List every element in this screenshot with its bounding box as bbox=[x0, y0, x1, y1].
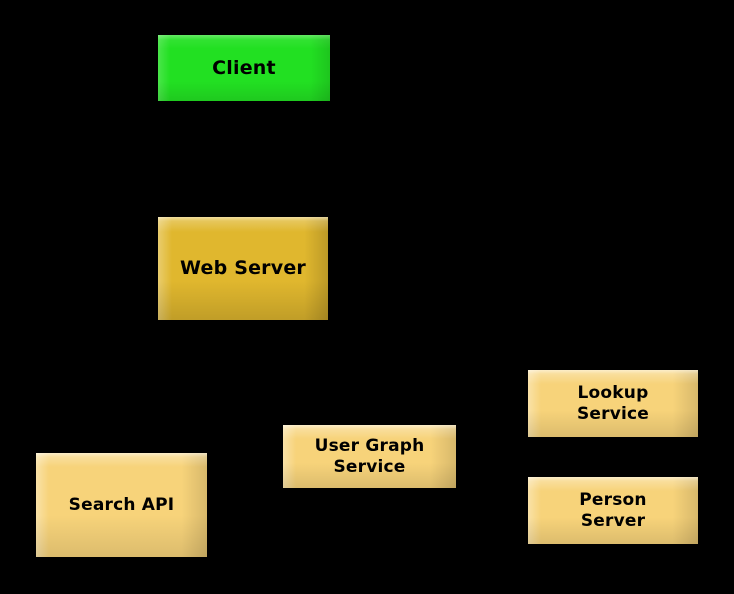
node-person-server[interactable]: Person Server bbox=[528, 477, 698, 544]
node-user-graph-service[interactable]: User Graph Service bbox=[283, 425, 456, 488]
node-label-client: Client bbox=[212, 56, 276, 79]
node-client[interactable]: Client bbox=[158, 35, 330, 101]
node-search-api[interactable]: Search API bbox=[36, 453, 207, 557]
node-web-server[interactable]: Web Server bbox=[158, 217, 328, 320]
node-label-web-server: Web Server bbox=[180, 257, 306, 280]
node-label-user-graph-service: User Graph Service bbox=[314, 436, 425, 477]
node-label-person-server: Person Server bbox=[579, 490, 647, 531]
node-label-search-api: Search API bbox=[68, 494, 175, 515]
node-lookup-service[interactable]: Lookup Service bbox=[528, 370, 698, 437]
node-label-lookup-service: Lookup Service bbox=[576, 383, 650, 424]
